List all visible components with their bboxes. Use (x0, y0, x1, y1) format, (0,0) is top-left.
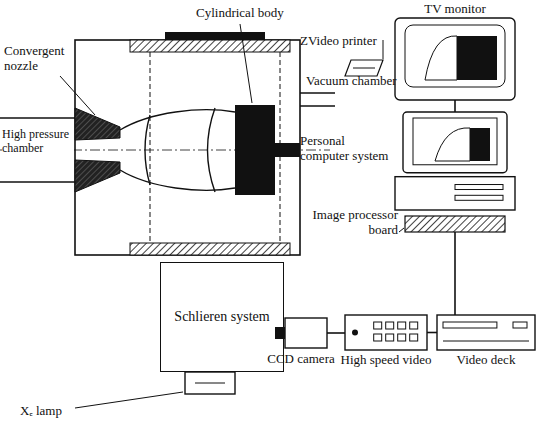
node-label: Schlieren system (166, 309, 277, 325)
schlieren-box: Schlieren system (160, 262, 284, 372)
high-speed-video: High speed video (345, 315, 427, 350)
signal-line (454, 100, 456, 112)
tv-monitor: TV monitor (395, 18, 515, 100)
beam-line (150, 52, 151, 243)
signal-line (327, 332, 345, 334)
part-label: Convergent nozzle (4, 44, 74, 74)
part-label: Cylindrical body (196, 6, 306, 21)
leader-line (240, 24, 252, 103)
node-label: Image processor board (300, 208, 398, 238)
node-label: ZVideo printer (300, 34, 398, 49)
support-rod (275, 143, 300, 157)
node-label: Personal computer system (300, 134, 392, 164)
ccd-camera: CCD camera (275, 318, 327, 348)
vacuum-pipe (300, 92, 335, 94)
shock-wave (208, 108, 216, 192)
node-label: High speed video (339, 353, 433, 368)
xe-lamp-bulb (195, 383, 225, 384)
video-deck: Video deck (437, 315, 535, 350)
node-label: Video deck (437, 353, 535, 368)
cylindrical-body (235, 105, 275, 195)
part-label: Xₑ lamp (20, 404, 100, 419)
node-label: CCD camera (265, 352, 337, 367)
personal-computer: Personal computer system (395, 112, 515, 210)
upper-window (130, 40, 290, 52)
leader-line (60, 76, 95, 115)
part-label: High pressure chamber (2, 128, 74, 156)
leader-line (383, 40, 384, 59)
vacuum-pipe (300, 105, 335, 107)
top-flange (165, 32, 265, 40)
leader-arrow (399, 228, 404, 232)
vacuum-chamber-wall (75, 40, 300, 255)
pressure-tube (0, 181, 75, 183)
lower-window (130, 243, 290, 255)
node-label: TV monitor (395, 2, 515, 17)
signal-line (454, 232, 456, 315)
convergent-nozzle (75, 108, 120, 140)
leader-line (75, 392, 183, 408)
xe-lamp-housing (185, 372, 235, 394)
shock-wave (145, 115, 150, 185)
jet-boundary (120, 170, 235, 190)
part-label: Vacuum chamber (306, 74, 406, 89)
jet-boundary (120, 110, 235, 130)
signal-line (427, 332, 437, 334)
pressure-tube (0, 117, 75, 119)
convergent-nozzle (75, 160, 120, 192)
processor-board: Image processor board (405, 216, 505, 232)
